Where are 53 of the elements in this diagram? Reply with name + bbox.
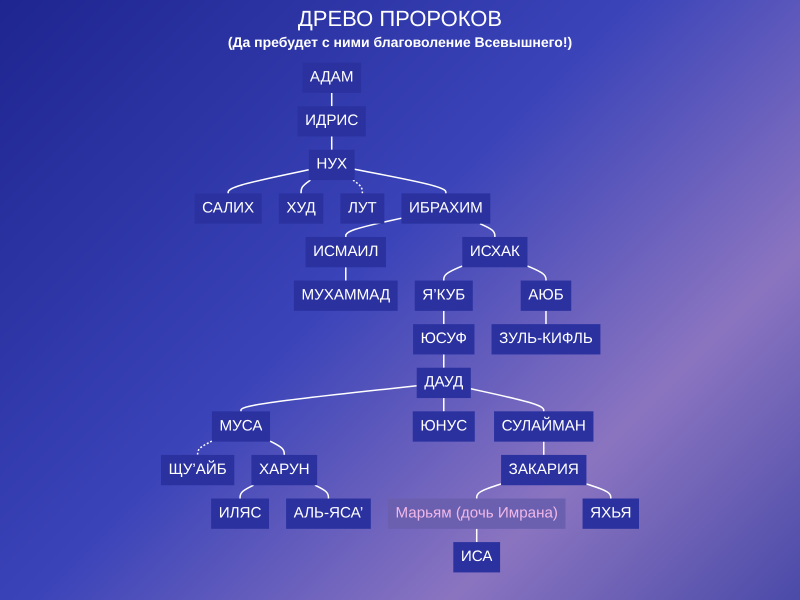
- node-box: ЗАКАРИЯ: [501, 454, 586, 485]
- connector: [443, 398, 445, 411]
- connector: [470, 388, 544, 411]
- connector: [480, 222, 496, 236]
- connector: [443, 264, 463, 280]
- node-box: ЯХЬЯ: [582, 498, 640, 528]
- node-box: ХАРУН: [251, 454, 318, 485]
- node-box: САЛИХ: [194, 192, 262, 224]
- connector: [586, 482, 612, 498]
- node-box: АЛЬ-ЯСА’: [286, 498, 371, 528]
- node-box: ИЛЯС: [211, 498, 270, 528]
- node-box: АЮБ: [520, 280, 572, 310]
- node-box: ДАУД: [416, 367, 471, 398]
- node-box: ХУД: [278, 192, 324, 224]
- connector: [443, 354, 445, 368]
- connector: [352, 178, 364, 193]
- node-box: МУХАММАД: [294, 280, 398, 310]
- connector: [227, 168, 309, 193]
- connector: [240, 384, 417, 411]
- node-box: ЛУТ: [340, 192, 384, 224]
- connector: [543, 441, 544, 454]
- node-box: ИБРАХИМ: [401, 192, 490, 224]
- node-box: МУСА: [212, 410, 270, 442]
- connector: [527, 264, 547, 280]
- connector: [330, 92, 332, 106]
- node-box: ЩУ’АЙБ: [160, 454, 234, 485]
- connector: [476, 528, 478, 542]
- node-box: Я’КУБ: [414, 280, 473, 310]
- node-box: ЗУЛЬ-КИФЛЬ: [492, 324, 600, 354]
- connector: [300, 178, 311, 193]
- connector: [345, 216, 402, 236]
- node-box: ИСА: [453, 542, 500, 572]
- connector: [545, 310, 547, 324]
- connector: [196, 440, 212, 454]
- node-box: АДАМ: [302, 62, 362, 92]
- node-box: НУХ: [308, 149, 355, 180]
- node-box: ЮСУФ: [413, 324, 474, 354]
- connector: [354, 168, 447, 193]
- connector: [330, 136, 332, 150]
- node-box: ИСМАИЛ: [306, 236, 386, 267]
- connector: [270, 440, 286, 454]
- node-box: ЮНУС: [412, 410, 475, 442]
- diagram-title: ДРЕВО ПРОРОКОВ: [298, 6, 502, 32]
- node-box: СУЛАЙМАН: [494, 410, 594, 442]
- node-box: Марьям (дочь Имрана): [388, 498, 566, 528]
- connector: [239, 484, 254, 498]
- node-box: ИСХАК: [462, 236, 528, 267]
- connector: [476, 482, 502, 498]
- node-box: ИДРИС: [298, 106, 366, 136]
- connector: [443, 310, 445, 324]
- connector: [314, 484, 330, 498]
- diagram-subtitle: (Да пребудет с ними благоволение Всевышнего!): [228, 34, 572, 50]
- connector: [345, 266, 347, 280]
